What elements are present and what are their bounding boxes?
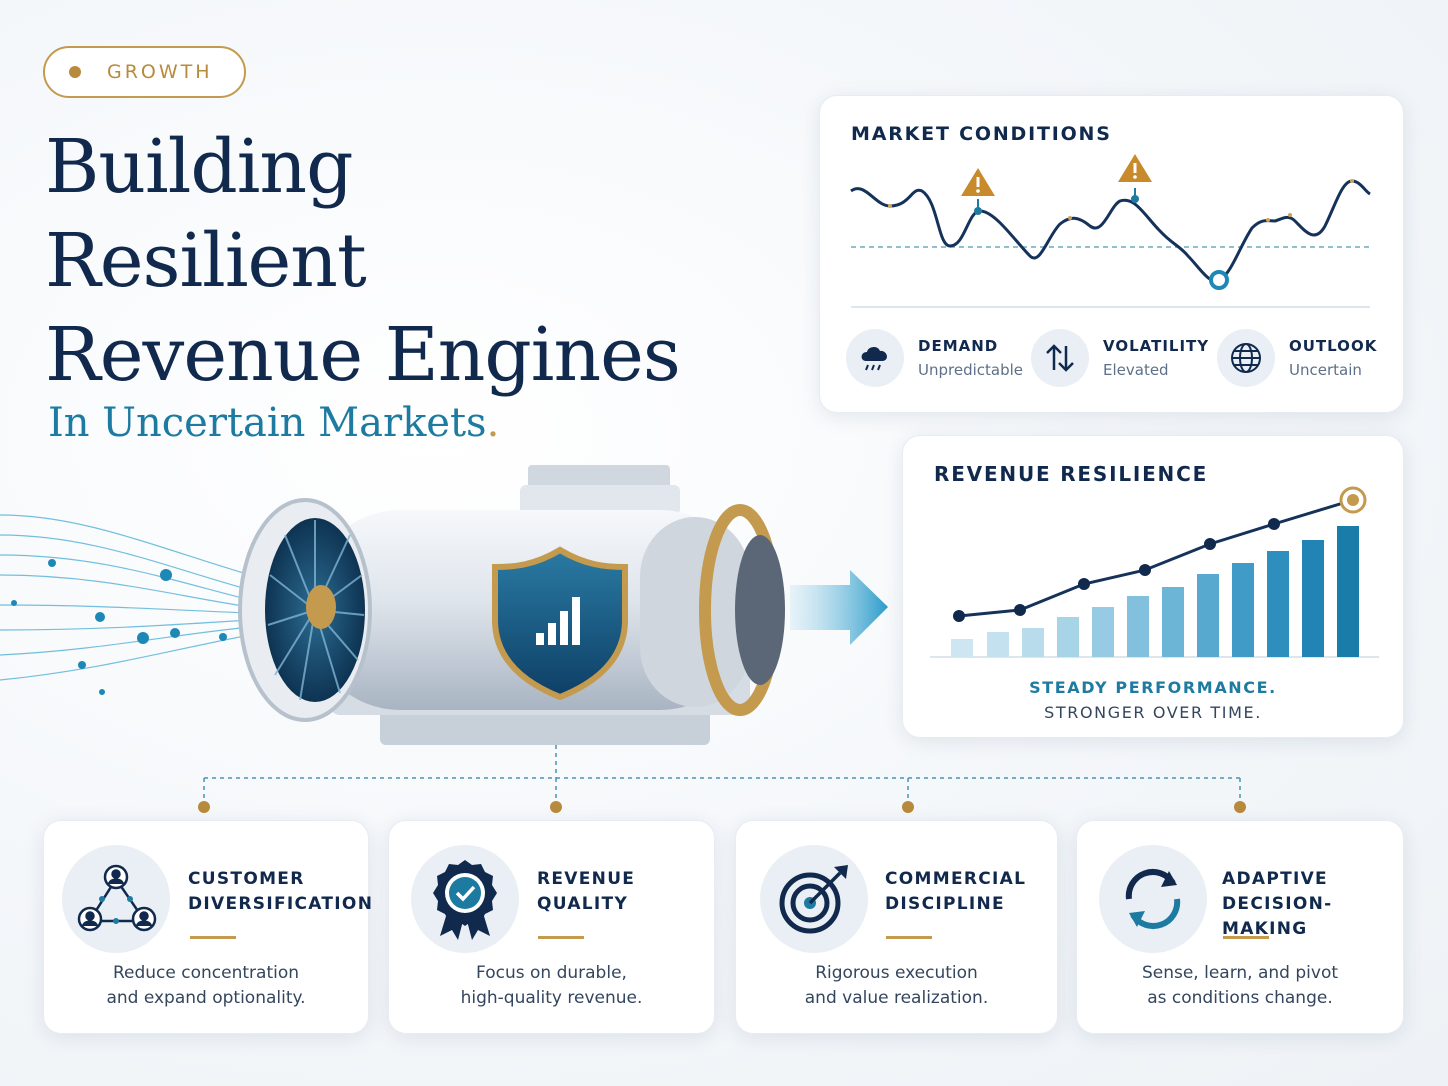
warning-icon: [1118, 154, 1152, 203]
stat-volatility: VOLATILITY Elevated: [1031, 329, 1209, 387]
feature-description: Reduce concentration and expand optional…: [44, 961, 368, 1011]
up-down-arrows-icon: [1031, 329, 1089, 387]
category-badge: GROWTH: [43, 46, 246, 98]
revenue-resilience-title: REVENUE RESILIENCE: [934, 462, 1209, 486]
stat-label: VOLATILITY: [1103, 337, 1210, 355]
stat-value: Uncertain: [1289, 361, 1362, 379]
low-point-marker: [1209, 270, 1229, 290]
hero-subtitle-text: In Uncertain Markets: [48, 400, 487, 446]
connector-lines: [198, 745, 1246, 813]
stat-outlook: OUTLOOK Uncertain: [1217, 329, 1377, 387]
airflow-particles: [11, 559, 227, 695]
feature-description: Sense, learn, and pivot as conditions ch…: [1077, 961, 1403, 1011]
revenue-resilience-card: REVENUE RESILIENCE ST: [902, 435, 1404, 738]
feature-card-customer-diversification: CUSTOMER DIVERSIFICATION Reduce concentr…: [43, 820, 372, 1034]
growth-bars: [951, 526, 1359, 657]
gold-divider: [190, 936, 236, 939]
feature-title-line: DISCIPLINE: [885, 894, 1005, 914]
stat-label: DEMAND: [918, 337, 999, 355]
market-volatility-line: [850, 154, 1371, 308]
feature-title-line: COMMERCIAL: [885, 869, 1027, 889]
market-conditions-card: MARKET CONDITIONS: [819, 95, 1404, 413]
feature-description-line: Rigorous execution: [815, 963, 978, 983]
feature-description-line: as conditions change.: [1147, 988, 1333, 1008]
trend-line: [958, 498, 1354, 618]
quality-badge-icon: [411, 845, 519, 953]
feature-card-revenue-quality: REVENUE QUALITY Focus on durable, high-q…: [388, 820, 715, 1034]
target-icon: [760, 845, 868, 953]
feature-title: REVENUE QUALITY: [537, 867, 635, 917]
refresh-cycle-icon: [1099, 845, 1207, 953]
feature-description-line: Focus on durable,: [476, 963, 627, 983]
feature-title-line: CUSTOMER: [188, 869, 305, 889]
revenue-growth-chart: [930, 486, 1379, 658]
gold-divider: [1223, 936, 1269, 939]
hero-title-line: Building: [45, 124, 353, 210]
stat-label: OUTLOOK: [1289, 337, 1378, 355]
feature-description-line: high-quality revenue.: [460, 988, 643, 1008]
gold-divider: [538, 936, 584, 939]
hero-title-line: Resilient: [45, 218, 367, 304]
feature-description-line: Reduce concentration: [112, 963, 300, 983]
feature-title: COMMERCIAL DISCIPLINE: [885, 867, 1026, 917]
feature-title: CUSTOMER DIVERSIFICATION: [188, 867, 373, 917]
feature-description: Focus on durable, high-quality revenue.: [389, 961, 714, 1011]
feature-title: ADAPTIVE DECISION-MAKING: [1222, 867, 1403, 942]
feature-title-line: REVENUE: [537, 869, 636, 889]
hero-title: Building Resilient Revenue Engines: [45, 120, 681, 402]
engine-illustration: [0, 465, 888, 745]
feature-card-adaptive-decision-making: ADAPTIVE DECISION-MAKING Sense, learn, a…: [1076, 820, 1404, 1034]
feature-description-line: and value realization.: [804, 988, 989, 1008]
feature-title-line: DIVERSIFICATION: [188, 894, 374, 914]
output-arrow: [790, 570, 888, 645]
feature-description-line: and expand optionality.: [106, 988, 306, 1008]
stat-value: Elevated: [1103, 361, 1169, 379]
market-conditions-title: MARKET CONDITIONS: [851, 123, 1112, 145]
feature-title-line: DECISION-MAKING: [1222, 894, 1333, 939]
feature-description: Rigorous execution and value realization…: [736, 961, 1057, 1011]
stat-demand: DEMAND Unpredictable: [846, 329, 1023, 387]
stat-value: Unpredictable: [918, 361, 1023, 379]
hero-subtitle: In Uncertain Markets.: [48, 400, 499, 446]
gold-divider: [886, 936, 932, 939]
customer-network-icon: [62, 845, 170, 953]
warning-icon: [961, 168, 995, 215]
hero-title-line: Revenue Engines: [45, 312, 681, 398]
feature-description-line: Sense, learn, and pivot: [1141, 963, 1339, 983]
caption-line-2: STRONGER OVER TIME.: [1044, 703, 1262, 722]
feature-title-line: QUALITY: [537, 894, 629, 914]
hero-subtitle-period: .: [486, 400, 500, 446]
badge-label: GROWTH: [107, 61, 213, 83]
feature-title-line: ADAPTIVE: [1222, 869, 1328, 889]
globe-icon: [1217, 329, 1275, 387]
storm-cloud-icon: [846, 329, 904, 387]
badge-dot: [69, 66, 81, 78]
feature-card-commercial-discipline: COMMERCIAL DISCIPLINE Rigorous execution…: [735, 820, 1058, 1034]
caption-line-1: STEADY PERFORMANCE.: [1029, 678, 1277, 697]
airflow-lines: [0, 514, 251, 681]
